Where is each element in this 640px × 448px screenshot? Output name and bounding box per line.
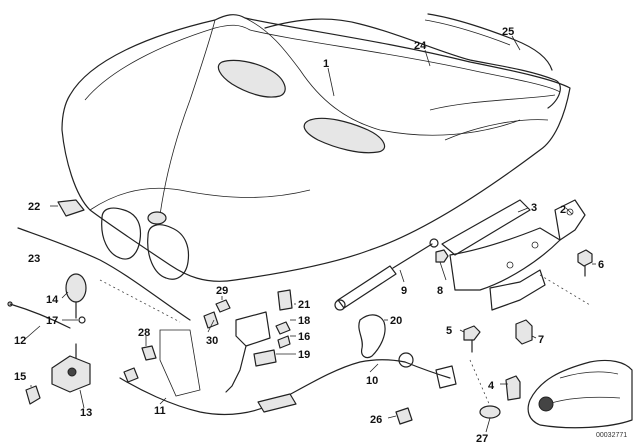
hood-lock-part xyxy=(159,289,293,397)
part-label-1: 1 xyxy=(323,58,329,70)
part-label-26: 26 xyxy=(370,414,382,426)
part-label-22: 22 xyxy=(28,201,40,213)
small-parts xyxy=(25,199,501,425)
hood-support-rod-part xyxy=(7,227,191,329)
part-label-20: 20 xyxy=(390,315,402,327)
part-label-30: 30 xyxy=(206,335,218,347)
part-label-13: 13 xyxy=(80,407,92,419)
part-label-11: 11 xyxy=(154,405,166,417)
part-label-16: 16 xyxy=(298,331,310,343)
part-label-25: 25 xyxy=(502,26,514,38)
part-label-18: 18 xyxy=(298,315,310,327)
hood-part xyxy=(61,13,571,282)
part-label-10: 10 xyxy=(366,375,378,387)
diagram-code: 00032771 xyxy=(596,432,627,439)
part-label-15: 15 xyxy=(14,371,26,383)
part-label-17: 17 xyxy=(46,315,58,327)
part-label-27: 27 xyxy=(476,433,488,445)
release-cable-part xyxy=(119,352,457,416)
part-label-5: 5 xyxy=(446,325,452,337)
hood-hinge-part xyxy=(441,199,591,311)
part-label-21: 21 xyxy=(298,299,310,311)
part-label-28: 28 xyxy=(138,327,150,339)
release-lever-part xyxy=(358,314,386,359)
leader-lines xyxy=(23,35,596,433)
part-label-3: 3 xyxy=(531,202,537,214)
part-label-6: 6 xyxy=(598,259,604,271)
part-label-2: 2 xyxy=(560,204,566,216)
part-label-4: 4 xyxy=(488,380,495,392)
fasteners-part xyxy=(435,249,593,401)
part-label-12: 12 xyxy=(14,335,26,347)
part-label-14: 14 xyxy=(46,294,59,306)
part-label-24: 24 xyxy=(414,40,427,52)
part-label-19: 19 xyxy=(298,349,310,361)
vehicle-locator-thumbnail xyxy=(527,359,633,429)
part-label-23: 23 xyxy=(28,253,40,265)
part-label-9: 9 xyxy=(401,285,407,297)
part-labels: 1 2 3 4 5 6 7 8 9 10 11 12 13 14 15 16 1… xyxy=(14,26,627,445)
part-label-7: 7 xyxy=(538,334,544,346)
part-label-29: 29 xyxy=(216,285,228,297)
part-label-8: 8 xyxy=(437,285,443,297)
gas-strut-part xyxy=(334,238,439,311)
